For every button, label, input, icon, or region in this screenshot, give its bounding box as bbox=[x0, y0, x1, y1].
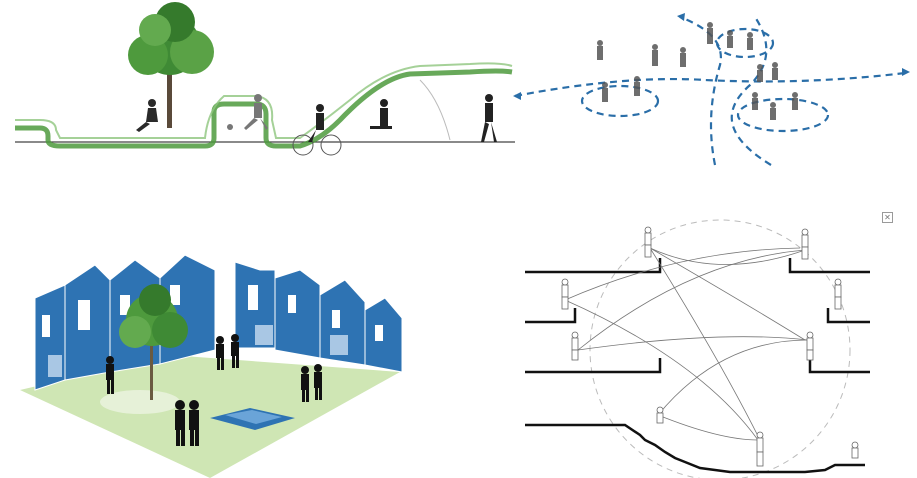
ball bbox=[227, 124, 233, 130]
linear-park-section bbox=[0, 0, 520, 175]
gathering-circle-2 bbox=[715, 27, 775, 59]
terrace-lines bbox=[525, 258, 870, 474]
tree bbox=[128, 2, 214, 128]
flow-arrow-horizontal bbox=[514, 71, 906, 98]
walking-figure bbox=[481, 94, 497, 142]
tree-base-disc bbox=[100, 390, 180, 414]
arrowhead-top bbox=[677, 13, 685, 21]
seated-figure-1 bbox=[136, 99, 158, 132]
flow-arrow-vertical bbox=[679, 15, 722, 166]
figures bbox=[561, 226, 859, 467]
people bbox=[106, 334, 322, 446]
terraced-section bbox=[520, 200, 917, 478]
sightlines bbox=[564, 247, 809, 441]
kicking-figure bbox=[244, 94, 268, 130]
gathering-circle-3 bbox=[736, 97, 830, 133]
green-path bbox=[15, 68, 513, 149]
arrowhead-right bbox=[902, 68, 910, 76]
windows bbox=[42, 285, 383, 377]
gathering-circle-1 bbox=[580, 84, 660, 118]
bench-figure bbox=[370, 99, 392, 129]
tree bbox=[119, 284, 188, 400]
cyclist bbox=[292, 104, 342, 156]
arrowhead-left bbox=[513, 92, 521, 100]
flow-arrow-loop bbox=[730, 16, 772, 166]
stepped-platform bbox=[210, 408, 295, 430]
close-icon[interactable]: ✕ bbox=[882, 212, 893, 223]
movement-diagram bbox=[505, 5, 917, 175]
public-square-perspective bbox=[20, 240, 420, 478]
sightline-circle bbox=[589, 219, 851, 478]
